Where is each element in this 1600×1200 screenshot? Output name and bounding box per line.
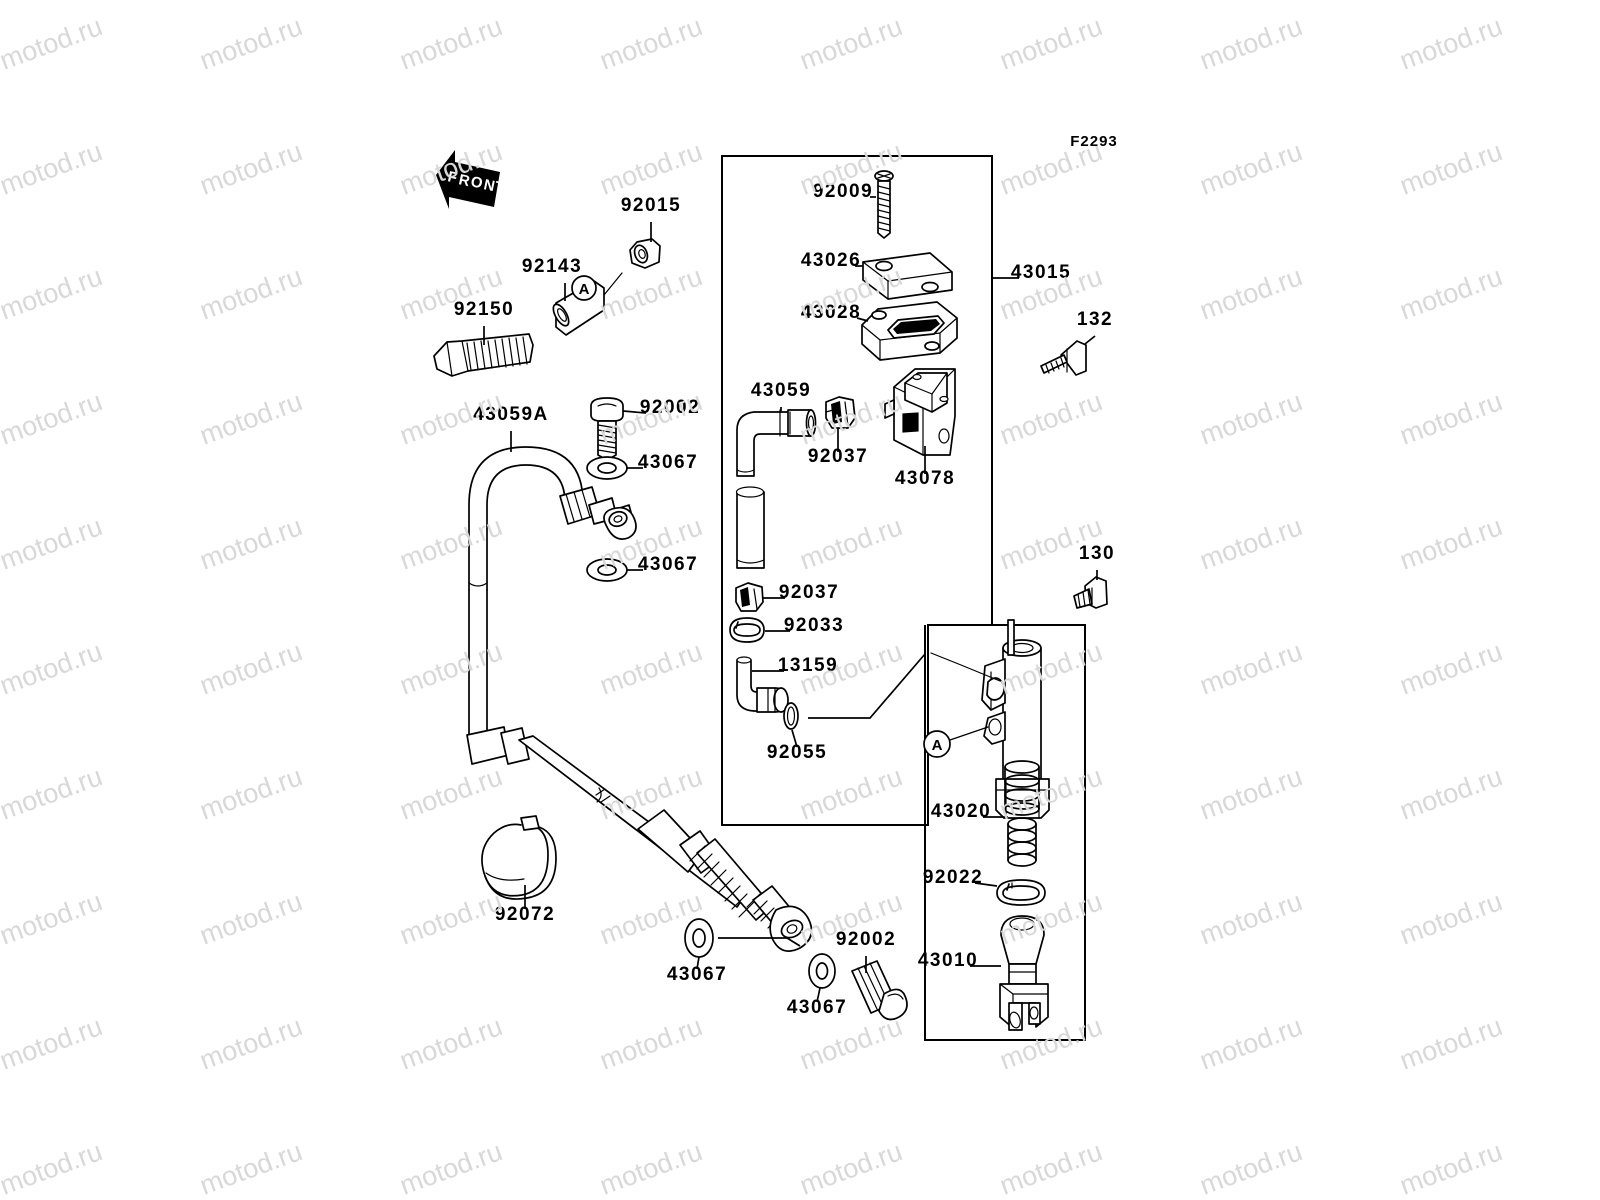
part-43067-washer-second: [586, 558, 628, 582]
part-label-washer-second: 43067: [638, 554, 698, 575]
part-label-collar-spacer: 92143: [522, 256, 582, 277]
part-label-hose-joint: 13159: [778, 655, 838, 676]
part-label-banjo-bolt-upper: 92002: [640, 397, 700, 418]
svg-text:A: A: [932, 737, 943, 754]
part-label-bolt-mounting: 130: [1079, 543, 1115, 564]
part-label-brake-hose: 43059A: [473, 404, 549, 425]
part-92072-band-clamp: [481, 815, 557, 900]
part-label-piston-spring: 43020: [931, 801, 991, 822]
part-label-reservoir-diaphragm: 43028: [801, 302, 861, 323]
part-label-nut: 92015: [621, 195, 681, 216]
part-label-bolt-flanged: 132: [1077, 309, 1113, 330]
part-43067-washer-rod-left: [684, 918, 714, 958]
part-label-clamp-lower: 92037: [779, 582, 839, 603]
part-label-band-clamp: 92072: [495, 904, 555, 925]
part-label-reservoir-body: 43078: [895, 468, 955, 489]
hose-fitting-cylinder: [735, 486, 765, 569]
diagram-code: F2293: [1070, 133, 1118, 150]
part-43067-washer-upper: [586, 456, 628, 480]
part-92002-banjo-bolt-lower: [851, 960, 908, 1021]
part-92033-snap-ring: [729, 617, 765, 643]
part-label-washer-rod-left: 43067: [667, 964, 727, 985]
part-92002-banjo-bolt-upper: [590, 397, 624, 461]
part-label-banjo-bolt-lower: 92002: [836, 929, 896, 950]
part-label-screw: 92009: [813, 181, 873, 202]
part-132-bolt: [1040, 340, 1087, 376]
part-92009-screw: [874, 170, 894, 239]
part-43028-diaphragm: [861, 301, 958, 361]
part-43010-push-rod-clevis: [999, 915, 1049, 1031]
svg-text:A: A: [579, 281, 590, 298]
part-label-o-ring: 92055: [767, 742, 827, 763]
part-92055-o-ring: [783, 702, 799, 730]
part-label-reservoir-hose: 43059: [751, 380, 811, 401]
part-label-washer-circlip: 92022: [923, 867, 983, 888]
part-92015-nut: [629, 238, 661, 269]
part-92037-clamp-upper: [825, 396, 856, 429]
part-label-washer-upper: 43067: [638, 452, 698, 473]
part-label-push-rod-clevis: 43010: [918, 950, 978, 971]
front-arrow-marker: F R O N T: [436, 150, 506, 209]
part-130-bolt: [1073, 576, 1108, 609]
part-label-reservoir-assembly: 43015: [1011, 262, 1071, 283]
part-label-washer-rod-right: 43067: [787, 997, 847, 1018]
part-label-reservoir-cap: 43026: [801, 250, 861, 271]
part-43067-washer-rod-right: [808, 953, 836, 989]
part-43059-reservoir-hose: [736, 409, 817, 477]
part-label-snap-ring: 92033: [784, 615, 844, 636]
brake-rod-assembly: [466, 589, 813, 952]
part-43078-reservoir-body: [884, 368, 956, 456]
part-92022-circlip: [996, 879, 1046, 906]
part-label-clamp-upper: 92037: [808, 446, 868, 467]
part-label-bolt: 92150: [454, 299, 514, 320]
callout-a-lower: A: [923, 726, 989, 758]
part-43026-reservoir-cap: [862, 252, 953, 300]
part-92037-clamp-lower: [735, 582, 764, 612]
